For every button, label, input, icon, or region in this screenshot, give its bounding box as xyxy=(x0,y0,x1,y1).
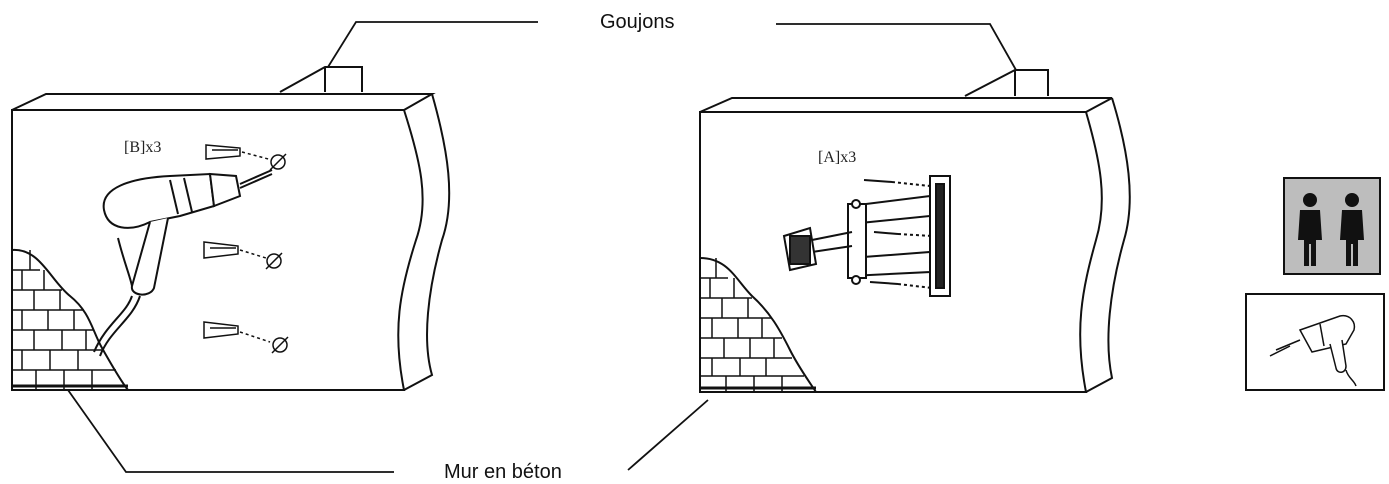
right-quantity-label: [A]x3 xyxy=(818,149,856,166)
drill-illustration xyxy=(93,169,273,357)
drill-icon xyxy=(1245,293,1385,391)
left-quantity-label: [B]x3 xyxy=(124,139,161,156)
left-brick-pattern xyxy=(12,250,116,390)
anchor-3 xyxy=(203,321,289,354)
mur-en-beton-label: Mur en béton xyxy=(444,461,562,483)
right-wall xyxy=(699,69,1131,393)
mur-leaders xyxy=(67,389,709,473)
left-anchors xyxy=(203,144,289,354)
right-brick-pattern xyxy=(700,258,804,392)
goujons-label: Goujons xyxy=(600,11,675,33)
anchor-2 xyxy=(203,241,283,270)
anchor-1 xyxy=(205,144,287,171)
goujons-leaders xyxy=(327,21,1017,71)
left-wall xyxy=(11,66,451,391)
tv-bracket xyxy=(782,175,951,297)
two-people-icon xyxy=(1283,177,1381,275)
